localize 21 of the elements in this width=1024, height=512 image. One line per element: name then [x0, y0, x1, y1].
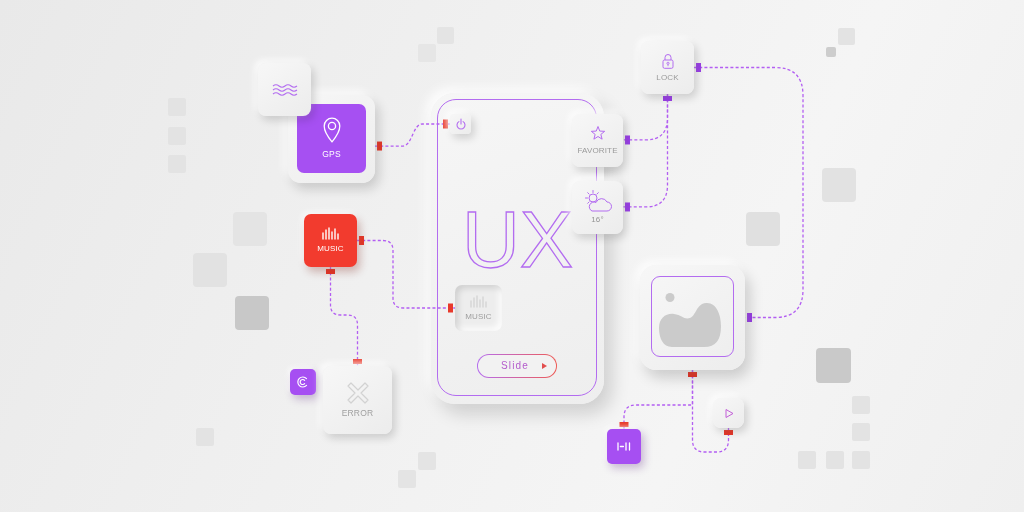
connector-line	[693, 63, 804, 322]
connector-line	[688, 369, 733, 453]
tile-label: 16°	[591, 215, 604, 225]
bars-tile	[607, 429, 641, 464]
connector-line	[356, 236, 456, 313]
arc-tile	[290, 369, 316, 395]
outline-text: UX	[462, 200, 574, 280]
music-inset	[455, 285, 502, 331]
power-tile	[450, 114, 471, 134]
tile-label: MUSIC	[465, 311, 492, 322]
connector-line	[622, 93, 672, 212]
tile-label: GPS	[322, 150, 341, 160]
error-tile	[323, 366, 392, 434]
connector-line	[326, 266, 362, 367]
tile-label: LOCK	[656, 72, 679, 83]
tile-label: MUSIC	[317, 244, 344, 254]
tile-label: ERROR	[341, 409, 374, 419]
connector-line	[374, 119, 451, 151]
tile-label: FAVORITE	[577, 146, 618, 156]
music-tile	[304, 214, 357, 267]
slide-button: Slide	[477, 354, 557, 378]
